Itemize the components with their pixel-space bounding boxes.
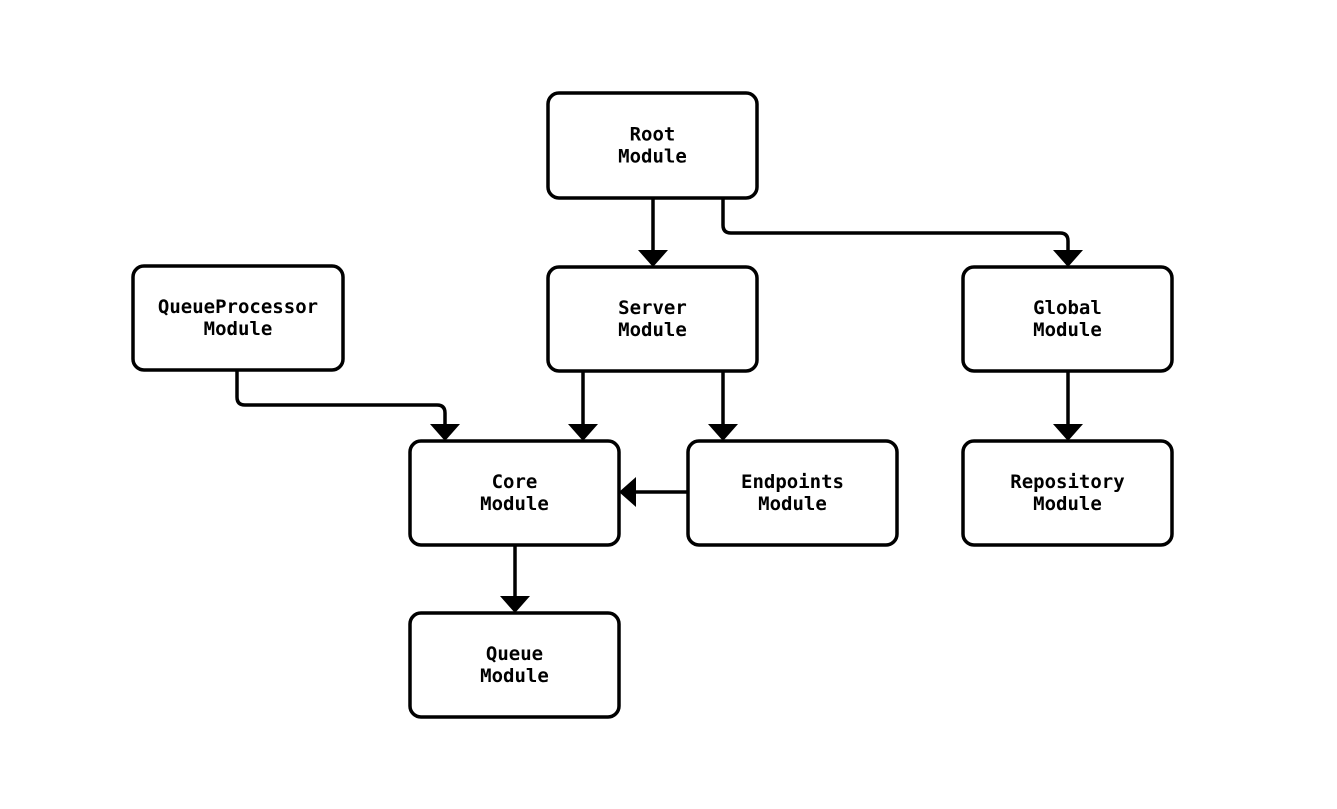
arrowhead-icon — [1053, 250, 1083, 267]
arrowhead-icon — [430, 424, 460, 441]
arrowhead-icon — [500, 596, 530, 613]
edge-root-server — [638, 198, 668, 267]
node-box — [546, 265, 759, 373]
node-box — [961, 439, 1174, 547]
edge-line — [721, 198, 1070, 250]
arrowhead-icon — [568, 424, 598, 441]
edge-endpoints-core — [619, 477, 688, 507]
edge-line — [235, 370, 447, 424]
node-box — [408, 439, 621, 547]
arrowhead-icon — [619, 477, 636, 507]
arrowhead-icon — [638, 250, 668, 267]
node-box — [131, 264, 345, 372]
node-box — [961, 265, 1174, 373]
node-box — [546, 91, 759, 200]
node-box — [408, 611, 621, 719]
arrowhead-icon — [708, 424, 738, 441]
arrowhead-icon — [1053, 424, 1083, 441]
edge-root-global — [721, 198, 1083, 267]
edge-global-repository — [1053, 371, 1083, 441]
edge-server-core — [568, 371, 598, 441]
node-box — [686, 439, 899, 547]
edge-queueprocessor-core — [235, 370, 460, 441]
edge-core-queue — [500, 545, 530, 613]
edge-server-endpoints — [708, 371, 738, 441]
